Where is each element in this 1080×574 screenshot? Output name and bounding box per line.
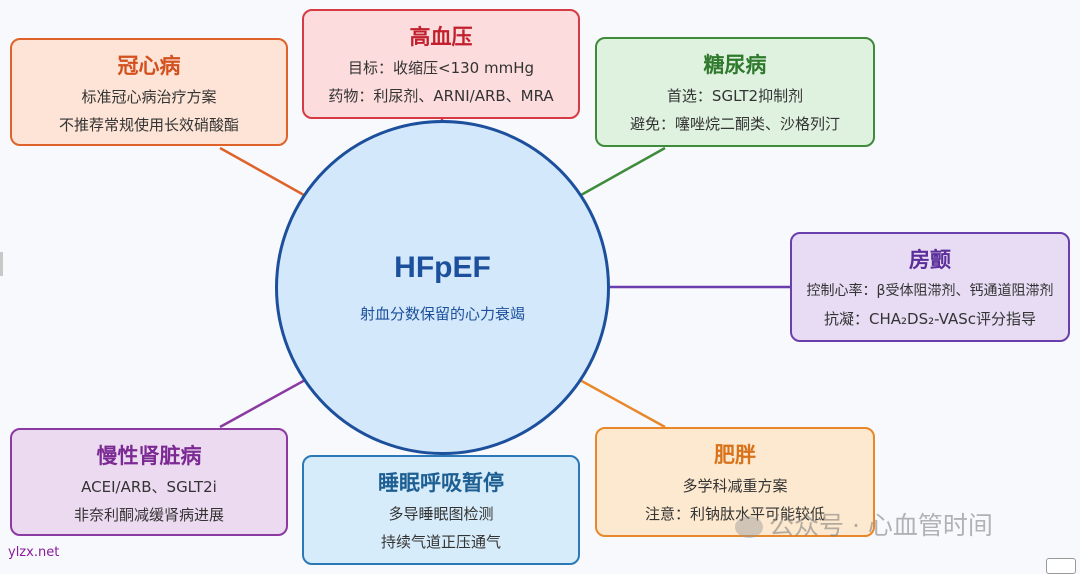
node-hypertension-line-1: 目标：收缩压<130 mmHg <box>348 59 534 77</box>
node-ckd-title: 慢性肾脏病 <box>96 444 202 468</box>
node-hypertension-title: 高血压 <box>409 25 473 49</box>
node-hypertension-line-2: 药物：利尿剂、ARNI/ARB、MRA <box>328 87 554 105</box>
center-subtitle: 射血分数保留的心力衰竭 <box>359 305 525 323</box>
node-diabetes-line-1: 首选：SGLT2抑制剂 <box>666 87 804 105</box>
node-obesity: 肥胖 多学科减重方案 注意：利钠肽水平可能较低 <box>595 427 875 537</box>
node-obesity-title: 肥胖 <box>714 443 756 467</box>
node-obesity-line-1: 多学科减重方案 <box>682 477 788 495</box>
node-af-title: 房颤 <box>909 248 951 272</box>
node-diabetes: 糖尿病 首选：SGLT2抑制剂 避免：噻唑烷二酮类、沙格列汀 <box>595 37 875 147</box>
node-coronary-line-1: 标准冠心病治疗方案 <box>81 88 217 106</box>
node-diabetes-line-2: 避免：噻唑烷二酮类、沙格列汀 <box>629 115 840 133</box>
node-coronary: 冠心病 标准冠心病治疗方案 不推荐常规使用长效硝酸酯 <box>10 38 288 146</box>
node-osa: 睡眠呼吸暂停 多导睡眠图检测 持续气道正压通气 <box>302 455 580 565</box>
node-osa-line-1: 多导睡眠图检测 <box>388 505 494 523</box>
watermark-text: 公众号 · 心血管时间 <box>769 511 993 540</box>
node-osa-line-2: 持续气道正压通气 <box>380 533 501 551</box>
corner-control[interactable] <box>1046 558 1076 574</box>
left-edge-marker <box>0 252 3 276</box>
node-diabetes-title: 糖尿病 <box>703 53 767 77</box>
node-ckd: 慢性肾脏病 ACEI/ARB、SGLT2i 非奈利酮减缓肾病进展 <box>10 428 288 536</box>
node-af-line-2: 抗凝：CHA₂DS₂-VASc评分指导 <box>824 310 1036 328</box>
node-osa-title: 睡眠呼吸暂停 <box>378 471 504 495</box>
center-title: HFpEF <box>394 251 491 284</box>
watermark: 公众号 · 心血管时间 <box>735 506 993 542</box>
node-coronary-line-2: 不推荐常规使用长效硝酸酯 <box>58 116 239 134</box>
node-af-line-1: 控制心率：β受体阻滞剂、钙通道阻滞剂 <box>806 283 1054 299</box>
site-label: ylzx.net <box>8 545 60 560</box>
node-af: 房颤 控制心率：β受体阻滞剂、钙通道阻滞剂 抗凝：CHA₂DS₂-VASc评分指… <box>790 232 1070 342</box>
node-coronary-title: 冠心病 <box>117 54 181 78</box>
node-obesity-line-2: 注意：利钠肽水平可能较低 <box>644 505 825 523</box>
node-ckd-line-1: ACEI/ARB、SGLT2i <box>81 478 217 496</box>
node-hypertension: 高血压 目标：收缩压<130 mmHg 药物：利尿剂、ARNI/ARB、MRA <box>302 9 580 119</box>
hfpef-center-circle: HFpEF 射血分数保留的心力衰竭 <box>275 120 610 455</box>
wechat-icon <box>735 516 763 538</box>
node-ckd-line-2: 非奈利酮减缓肾病进展 <box>73 506 224 524</box>
